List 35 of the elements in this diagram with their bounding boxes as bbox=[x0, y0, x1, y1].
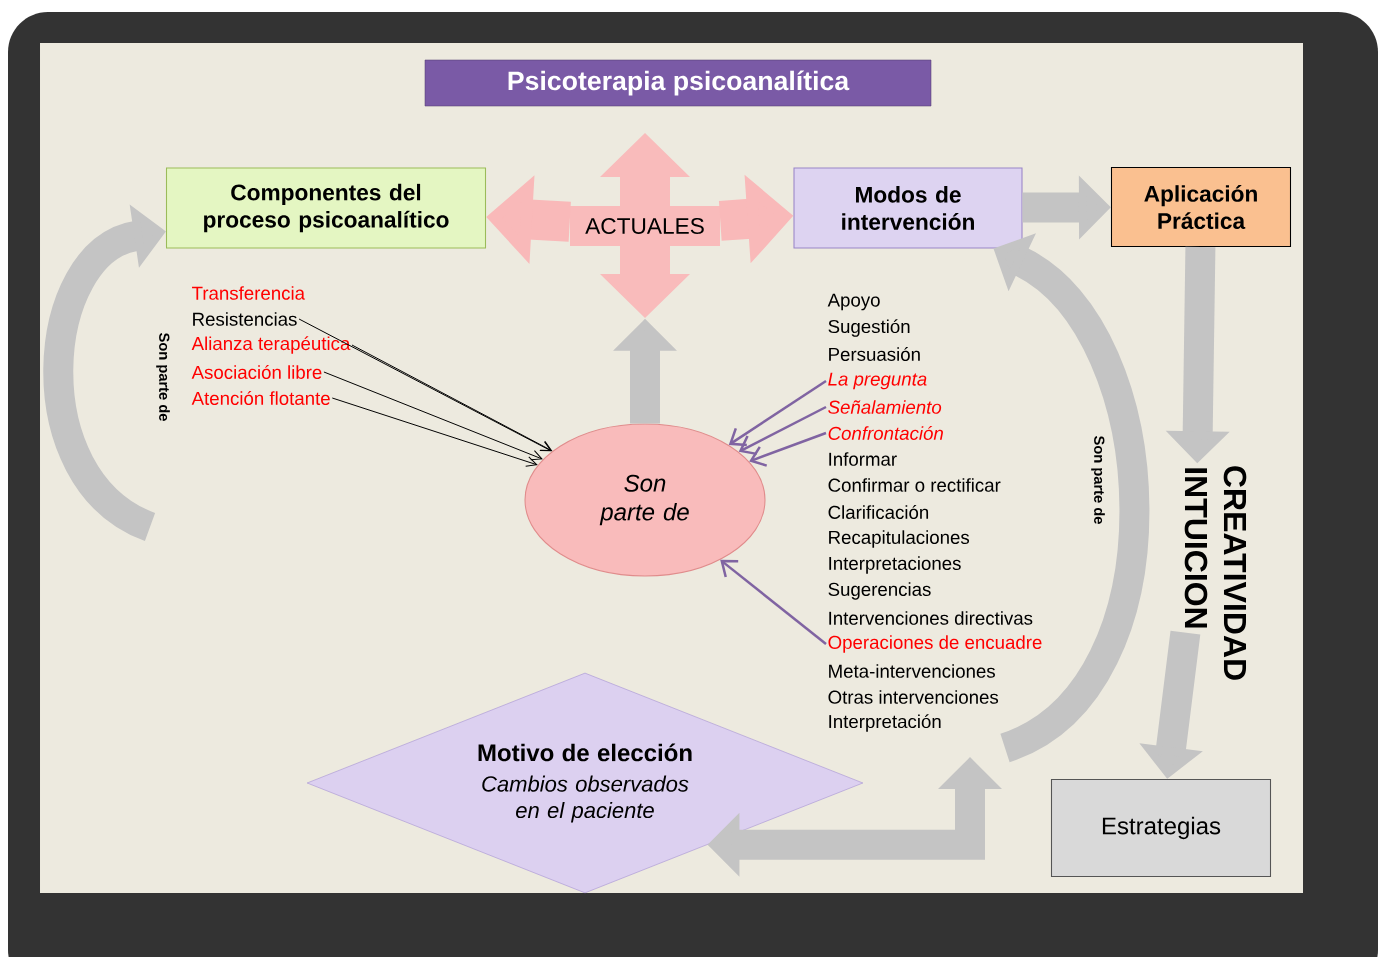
list-item: Alianza terapéutica bbox=[191, 336, 351, 354]
list-item: Confirmar o rectificar bbox=[828, 478, 1001, 492]
process-box: Componentes del proceso psicoanalítico bbox=[165, 167, 487, 249]
title-banner: Psicoterapia psicoanalítica bbox=[424, 59, 932, 107]
arrow bbox=[749, 431, 827, 467]
list-item: La pregunta bbox=[828, 372, 927, 390]
list-item: Operaciones de encuadre bbox=[828, 635, 1042, 653]
list-item: Sugestión bbox=[828, 319, 910, 337]
arrow bbox=[351, 344, 552, 451]
vertical-text: CREATIVIDAD bbox=[1223, 466, 1247, 680]
process-box: Modos de intervención bbox=[793, 167, 1023, 249]
arrow bbox=[728, 379, 827, 447]
list-item: Asociación libre bbox=[191, 365, 322, 379]
vertical-text: Son parte de bbox=[1091, 436, 1105, 524]
arrow bbox=[323, 371, 543, 461]
list-item: Interpretaciones bbox=[829, 556, 961, 574]
list-item: Clarificación bbox=[828, 505, 929, 519]
list-item: Confrontación bbox=[828, 426, 943, 440]
process-box: Aplicación Práctica bbox=[1110, 166, 1292, 248]
list-item: Intervenciones directivas bbox=[829, 611, 1033, 625]
list-item: Persuasión bbox=[829, 347, 920, 361]
list-item: Informar bbox=[829, 452, 897, 466]
arrow bbox=[331, 397, 538, 467]
vertical-text: INTUICION bbox=[1184, 468, 1208, 628]
arrow bbox=[738, 405, 827, 456]
list-item: Apoyo bbox=[827, 293, 880, 311]
arrow bbox=[720, 559, 827, 645]
list-item: Señalamiento bbox=[828, 400, 942, 414]
list-item: Resistencias bbox=[193, 312, 297, 326]
vertical-text: Son parte de bbox=[156, 333, 170, 421]
list-item: Transferencia bbox=[192, 286, 306, 300]
list-item: Sugerencias bbox=[828, 582, 931, 600]
list-item: Recapitulaciones bbox=[829, 530, 970, 548]
list-item: Atención flotante bbox=[191, 391, 330, 405]
process-box: Estrategias bbox=[1050, 778, 1272, 878]
